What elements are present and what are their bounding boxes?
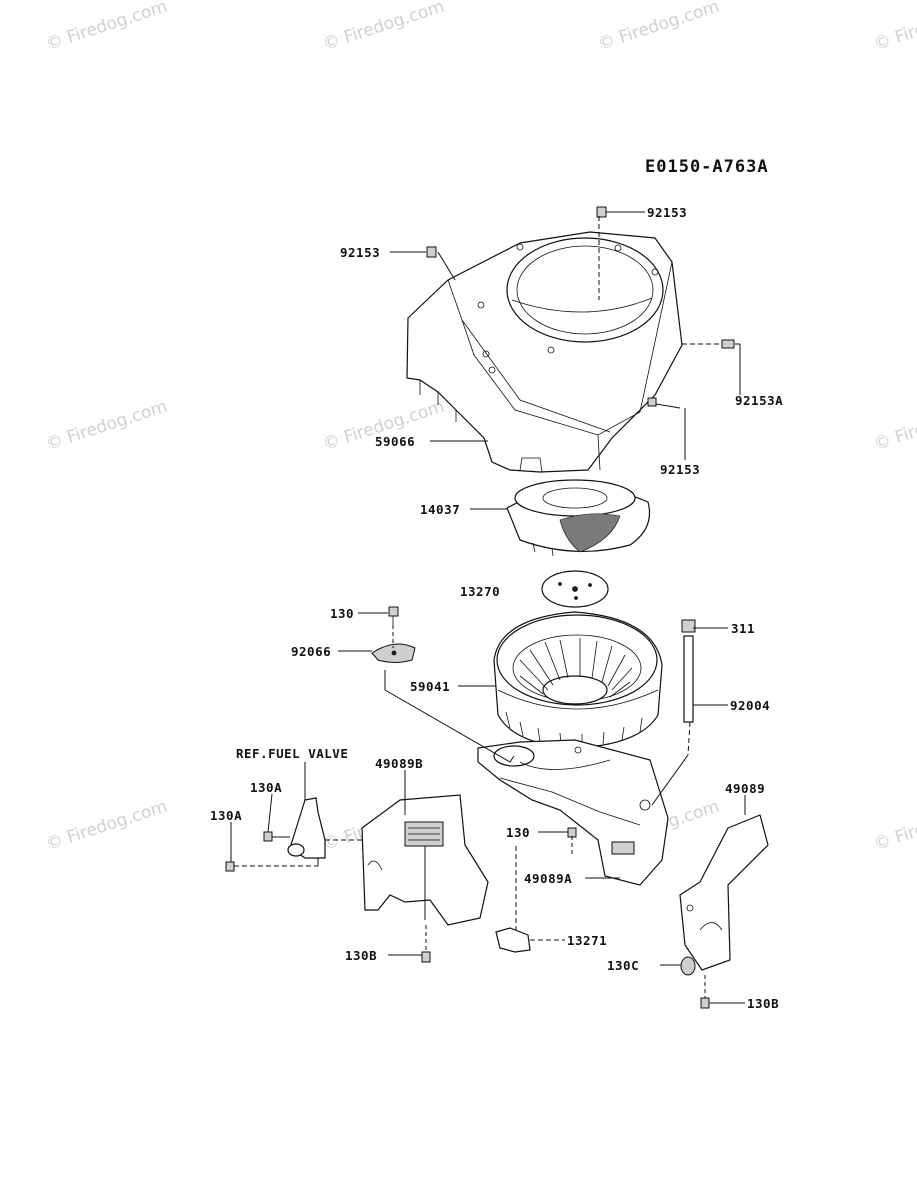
clip-13271 xyxy=(495,927,531,953)
bolt-92153-right xyxy=(647,397,657,407)
cover-49089B xyxy=(361,794,489,926)
label-130A-upper: 130A xyxy=(250,780,282,795)
bolt-92153-left xyxy=(426,246,437,258)
bolt-130B-left xyxy=(421,951,431,963)
label-92066: 92066 xyxy=(291,644,331,659)
label-130-mid: 130 xyxy=(506,825,530,840)
bolt-130B-right xyxy=(700,997,710,1009)
label-130-top: 130 xyxy=(330,606,354,621)
watermark: © Firedog.com xyxy=(871,797,917,855)
diagram-code: E0150-A763A xyxy=(645,157,769,177)
cover-49089 xyxy=(679,814,769,976)
baffle-49089A xyxy=(477,739,669,886)
washer-92066 xyxy=(371,643,416,663)
fan-59041 xyxy=(493,611,663,749)
leader-lines xyxy=(230,211,746,1004)
label-49089: 49089 xyxy=(725,781,765,796)
bolt-130-mid xyxy=(567,827,577,838)
part-labels: 92153 92153 92153A 92153 59066 14037 132… xyxy=(210,205,783,1011)
watermark: © Firedog.com xyxy=(43,397,169,455)
label-311: 311 xyxy=(731,621,755,636)
bolt-92153-top xyxy=(596,206,607,218)
label-13271: 13271 xyxy=(567,933,607,948)
label-14037: 14037 xyxy=(420,502,460,517)
bolt-130A-lower xyxy=(225,861,235,872)
watermark: © Firedog.com xyxy=(320,0,446,55)
plate-13270 xyxy=(541,570,609,608)
label-13270: 13270 xyxy=(460,584,500,599)
fuel-valve-bracket xyxy=(287,797,326,859)
label-59066: 59066 xyxy=(375,434,415,449)
bolts xyxy=(225,206,735,1009)
bolt-92153A xyxy=(721,339,735,349)
label-92153-top: 92153 xyxy=(647,205,687,220)
label-92153-left: 92153 xyxy=(340,245,380,260)
watermark: © Firedog.com xyxy=(43,797,169,855)
label-130C: 130C xyxy=(607,958,639,973)
blower-housing-59066 xyxy=(406,231,683,473)
label-59041: 59041 xyxy=(410,679,450,694)
watermark: © Firedog.com xyxy=(43,0,169,55)
label-130B-right: 130B xyxy=(747,996,779,1011)
label-130A-lower: 130A xyxy=(210,808,242,823)
bolt-130-top xyxy=(388,606,399,625)
label-92153A: 92153A xyxy=(735,393,783,408)
label-49089A: 49089A xyxy=(524,871,572,886)
watermark: © Firedog.com xyxy=(871,397,917,455)
stud-92004 xyxy=(681,619,696,723)
label-49089B: 49089B xyxy=(375,756,423,771)
label-92153-right: 92153 xyxy=(660,462,700,477)
bolt-130A-upper xyxy=(263,831,273,842)
watermark: © Firedog.com xyxy=(595,0,721,55)
ref-fuel-valve-note: REF.FUEL VALVE xyxy=(236,746,348,761)
screen-14037 xyxy=(506,479,651,557)
label-130B-left: 130B xyxy=(345,948,377,963)
label-92004: 92004 xyxy=(730,698,770,713)
watermark: © Firedog.com xyxy=(871,0,917,55)
